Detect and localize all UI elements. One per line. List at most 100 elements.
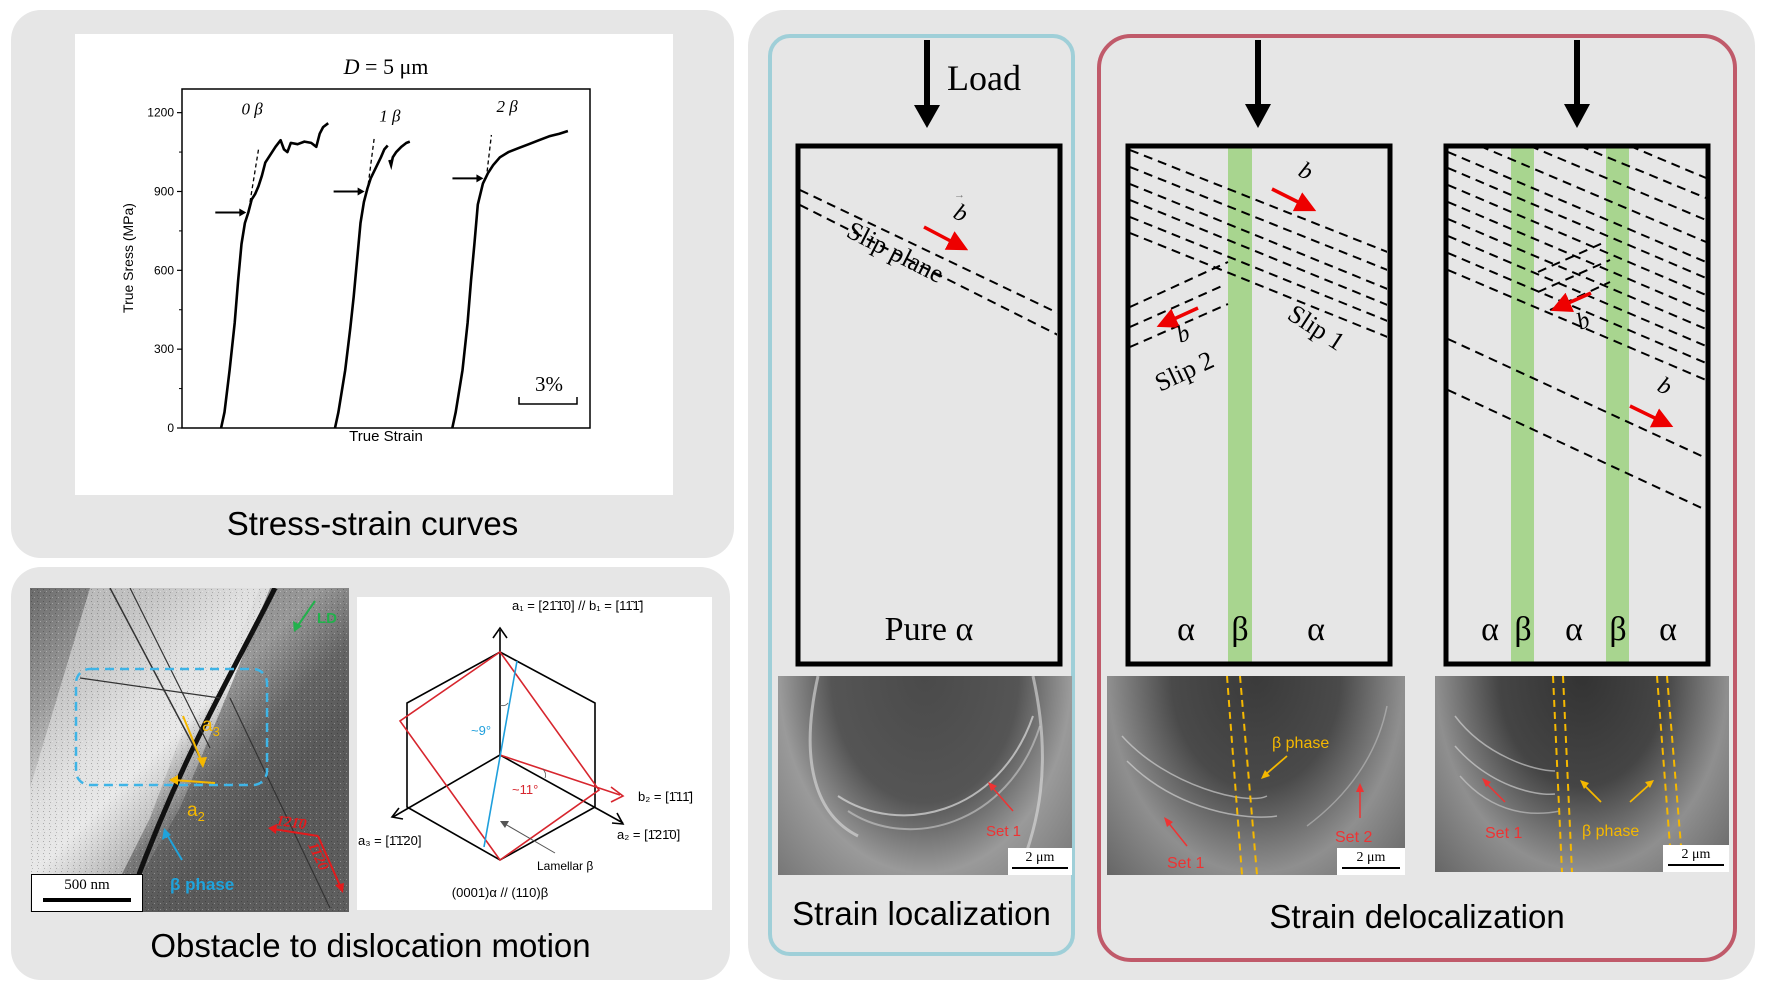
strain-scale-bar: 3% <box>518 372 578 405</box>
slip-band <box>847 725 1041 831</box>
y-tick-label: 1200 <box>147 106 174 120</box>
curve-2-beta <box>451 129 569 429</box>
one-beta-crystal <box>1125 143 1393 667</box>
a2-label: a₂ = [1̄21̄0] <box>617 827 680 842</box>
beta-pointer-arrow <box>165 832 183 861</box>
set1-pointer-head <box>988 782 997 791</box>
beta-pointer-head <box>1580 780 1589 789</box>
slip-band <box>1454 745 1556 795</box>
localization-caption: Strain localization <box>792 895 1051 932</box>
plot-frame <box>181 88 591 429</box>
set1-pointer <box>990 785 1014 812</box>
curve-0-beta <box>219 122 329 429</box>
burgers-label-left: b <box>1573 307 1593 336</box>
a1-axis-head <box>492 626 508 639</box>
dir-arrowhead-1 <box>268 824 277 834</box>
b2-arrow <box>499 754 621 796</box>
sem-one-beta: β phase Set 1 Set 2 2 μm <box>1107 676 1405 875</box>
a1-label: a₁ = [21̄1̄0] // b₁ = [11̄1̄] <box>512 598 643 613</box>
beta-phase-boundary <box>122 588 278 912</box>
slip-band <box>1306 705 1388 827</box>
lamellar-pointer <box>504 823 556 854</box>
beta-lamella <box>1228 148 1252 662</box>
load-arrow <box>914 40 940 128</box>
phase-label: α <box>1307 611 1325 648</box>
elastic-tangent-line <box>485 134 493 179</box>
burgers-vector-mark: → <box>954 189 965 201</box>
burgers-arrow-left <box>1550 291 1592 312</box>
beta-boundary <box>1239 676 1258 875</box>
elastic-tangent-line <box>249 149 260 203</box>
sem-scale-bar: 2 μm <box>1663 845 1729 872</box>
localization-frame <box>768 34 1075 956</box>
sem-two-beta: β phase Set 1 2 μm <box>1435 676 1729 872</box>
beta-pointer-head <box>1261 770 1270 779</box>
lamellar-pointer-head <box>500 821 509 828</box>
yield-arrowhead <box>239 208 247 217</box>
yield-arrowhead <box>476 174 484 183</box>
beta-boundary <box>1226 676 1243 875</box>
set1-label: Set 1 <box>1485 825 1522 842</box>
slip1-lines <box>1130 149 1387 338</box>
stress-strain-caption: Stress-strain curves <box>226 505 519 542</box>
scale-line <box>1342 867 1400 869</box>
a3-arrow <box>182 715 204 766</box>
beta-lamella <box>1606 148 1629 662</box>
y-axis-label: True Sress (MPa) <box>120 203 136 313</box>
two-beta-crystal <box>1443 143 1711 667</box>
pure-alpha-crystal <box>795 143 1063 667</box>
slip2-label: Slip 2 <box>1150 345 1218 397</box>
tem-scale-label: 500 nm <box>64 877 110 893</box>
beta-phase-label: β phase <box>170 875 234 894</box>
phase-label: α <box>1177 611 1195 648</box>
sem-pure-alpha: Set 1 2 μm <box>778 676 1072 875</box>
tem-scale-line <box>43 898 131 902</box>
curve-label: 1 β <box>379 106 401 125</box>
slip-band <box>837 715 1034 817</box>
scale-line <box>1668 864 1724 866</box>
angle-arc-9 <box>499 702 509 707</box>
slip-trace <box>229 697 331 909</box>
a2-arrow <box>172 779 216 784</box>
lamellar-beta-plane <box>398 650 601 862</box>
ld-arrowhead <box>293 621 302 632</box>
slip-trace <box>109 588 201 759</box>
sem-scale-bar: 2 μm <box>1337 848 1405 875</box>
b2-arrow-head <box>610 786 625 803</box>
phase-label: β <box>1231 611 1248 648</box>
burgers-label-slip2: b <box>1173 320 1193 349</box>
elastic-tangent-line <box>366 138 375 192</box>
y-tick-label: 300 <box>154 342 174 356</box>
set2-label: Set 2 <box>1335 829 1372 846</box>
angle-9-label: ~9° <box>471 723 491 738</box>
chart-title-d: D <box>343 54 360 79</box>
lamellar-beta-label: Lamellar β <box>537 859 593 873</box>
crystal-diagram <box>357 597 712 910</box>
chart-title: D = 5 μm <box>343 54 429 79</box>
curve-label: 2 β <box>497 97 519 116</box>
slip-plane-label: Slip plane <box>842 216 948 289</box>
set1-pointer <box>1484 781 1506 803</box>
x-axis-label: True Strain <box>349 428 423 445</box>
scale-bar-label: 3% <box>535 372 563 396</box>
beta-pointer-head <box>1645 780 1654 788</box>
a3-arrowhead <box>197 757 207 768</box>
curve-1-beta-segment <box>388 140 411 171</box>
micropillar-edge <box>808 676 1044 875</box>
scale-label: 2 μm <box>1025 850 1055 865</box>
dir-arrow-2 <box>317 835 342 889</box>
set1-pointer-head <box>1164 817 1173 827</box>
a2-axis-head <box>611 812 625 825</box>
beta-boundary <box>1656 676 1671 847</box>
a3-axis-head <box>390 807 404 820</box>
beta-boundary <box>1666 676 1682 847</box>
curve-1-beta <box>333 144 389 429</box>
slip-band <box>1126 760 1278 818</box>
burgers-label-right: b <box>1653 372 1676 401</box>
slip-plane-lines <box>800 189 1057 336</box>
scale-bar-line <box>518 397 578 405</box>
beta-pointer <box>1629 783 1651 803</box>
ld-label: LD <box>317 610 337 627</box>
sem-scale-bar: 2 μm <box>1008 848 1072 875</box>
